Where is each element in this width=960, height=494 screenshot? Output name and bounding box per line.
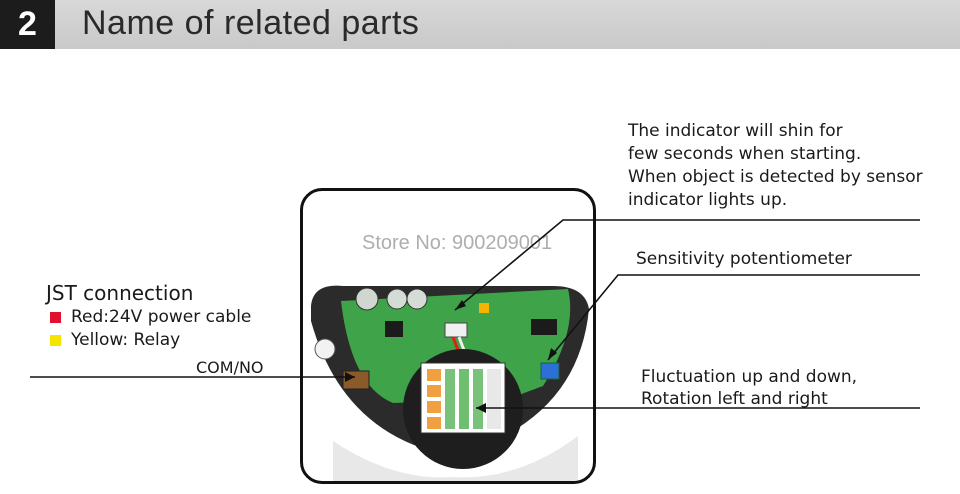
indicator-description: The indicator will shin for few seconds … bbox=[628, 120, 923, 212]
jst-yellow-item: Yellow: Relay bbox=[50, 329, 180, 351]
arrowhead bbox=[345, 372, 355, 382]
indicator-connector bbox=[444, 322, 468, 338]
fluctuation-description: Fluctuation up and down, Rotation left a… bbox=[641, 366, 857, 410]
mount-hole bbox=[314, 338, 336, 360]
yellow-swatch-icon bbox=[50, 334, 61, 346]
capacitor bbox=[406, 288, 428, 310]
sensitivity-leader bbox=[547, 274, 920, 361]
section-number: 2 bbox=[0, 0, 55, 49]
com-no-label: COM/NO bbox=[196, 358, 264, 377]
indicator-line: When object is detected by sensor bbox=[628, 167, 923, 187]
indicator-led bbox=[479, 303, 489, 313]
arrowhead bbox=[476, 403, 486, 413]
capacitor bbox=[355, 287, 379, 311]
radar-patch-antenna bbox=[427, 369, 501, 429]
fluctuation-line: Fluctuation up and down, bbox=[641, 367, 858, 387]
section-title: Name of related parts bbox=[82, 4, 420, 42]
ic-chip bbox=[385, 321, 403, 337]
section-header: 2 Name of related parts bbox=[0, 0, 960, 49]
arrowhead bbox=[455, 300, 466, 310]
indicator-leader bbox=[454, 219, 920, 311]
housing-base bbox=[333, 436, 578, 481]
device-image-frame bbox=[300, 188, 596, 484]
jst-yellow-label: Yellow: Relay bbox=[71, 330, 181, 350]
sensor-board-illustration bbox=[311, 285, 589, 481]
jst-red-label: Red:24V power cable bbox=[71, 307, 252, 327]
jst-connection-title: JST connection bbox=[46, 281, 194, 305]
store-watermark: Store No: 900209001 bbox=[362, 232, 553, 254]
fluctuation-line: Rotation left and right bbox=[641, 389, 828, 409]
indicator-line: indicator lights up. bbox=[628, 190, 788, 210]
ic-chip bbox=[531, 319, 557, 335]
arrowhead bbox=[548, 348, 557, 360]
potentiometer bbox=[540, 362, 560, 380]
sensitivity-label: Sensitivity potentiometer bbox=[636, 249, 852, 269]
indicator-line: few seconds when starting. bbox=[628, 144, 862, 164]
indicator-line: The indicator will shin for bbox=[628, 121, 843, 141]
jst-red-item: Red:24V power cable bbox=[50, 306, 251, 328]
red-swatch-icon bbox=[50, 311, 61, 323]
